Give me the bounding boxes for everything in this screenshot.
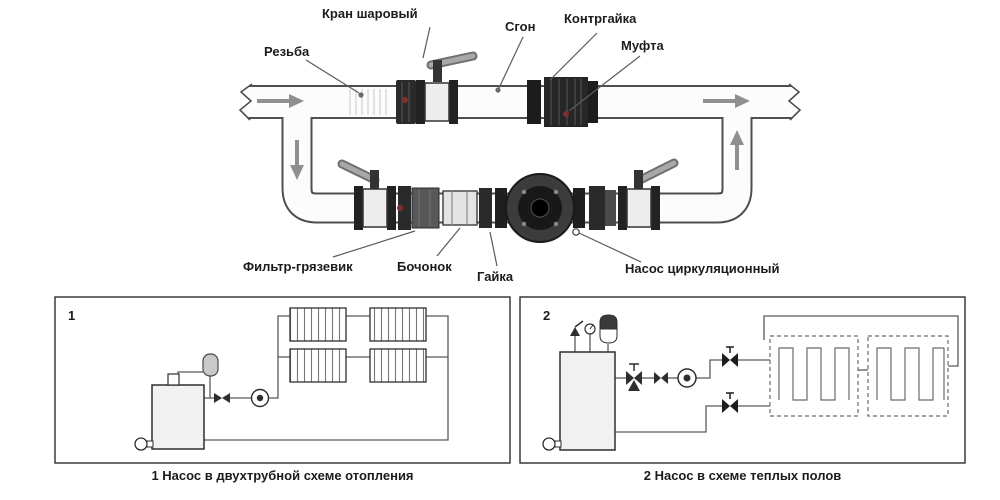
- label-union: Сгон: [505, 19, 536, 34]
- leader-dots: [358, 87, 580, 236]
- leader-coupling: [568, 55, 641, 112]
- ball-valve-top: [416, 51, 478, 124]
- label-nut: Гайка: [477, 269, 514, 284]
- barrel-nipple: [442, 190, 478, 226]
- red-dot-icon: [402, 97, 408, 103]
- label-coupling: Муфта: [621, 38, 664, 53]
- radiator: [289, 348, 347, 383]
- leader-thread: [305, 59, 360, 94]
- label-ball-valve: Кран шаровый: [322, 6, 418, 21]
- floor-coil: [876, 347, 945, 401]
- leader-locknut: [549, 32, 598, 81]
- red-dot-icon: [563, 111, 569, 117]
- panel-1-caption: 1 Насос в двухтрубной схеме отопления: [151, 468, 414, 483]
- pipe-break-right: [787, 83, 812, 121]
- circulation-pump: [495, 173, 585, 243]
- leader-barrel: [436, 227, 461, 257]
- panel-1-border: [54, 296, 511, 464]
- pipe-break-left: [226, 83, 253, 121]
- floor-loop-zone: [769, 335, 859, 417]
- label-barrel: Бочонок: [397, 259, 452, 274]
- label-locknut: Контргайка: [564, 11, 637, 26]
- return-valve-icon: [722, 399, 730, 413]
- leader-pump: [578, 232, 642, 263]
- expansion-tank-2: [599, 314, 618, 330]
- ball-valve-bypass-right: [618, 158, 679, 230]
- leader-filter: [332, 230, 416, 258]
- label-thread: Резьба: [264, 44, 310, 59]
- three-way-valve-icon: [626, 371, 634, 385]
- dot-pump: [572, 228, 580, 236]
- radiator: [289, 307, 347, 342]
- locknut-fitting: [527, 80, 541, 124]
- boiler-1: [151, 384, 205, 450]
- red-dot-icon: [397, 205, 403, 211]
- panel-2-drawing: [519, 296, 966, 464]
- filter-strainer: [397, 186, 440, 230]
- boiler-1-chimney: [167, 373, 180, 386]
- panel-1-number: 1: [68, 308, 76, 323]
- boiler-2: [559, 351, 616, 451]
- panel-2-number: 2: [543, 308, 551, 323]
- floor-coil: [778, 347, 850, 401]
- leader-lines: [305, 26, 642, 267]
- leader-nut: [489, 231, 498, 267]
- flow-arrows: [257, 94, 750, 180]
- burner-2-icon: [542, 437, 556, 451]
- leader-union: [498, 36, 524, 89]
- ball-valve-bypass-left: [337, 159, 396, 230]
- valve-bowtie-icon: [214, 393, 222, 403]
- label-filter: Фильтр-грязевик: [243, 259, 353, 274]
- radiator: [369, 307, 427, 342]
- union-after-pump: [589, 186, 616, 230]
- floor-loop-zone: [867, 335, 949, 417]
- leader-ball-valve: [422, 26, 431, 59]
- radiator: [369, 348, 427, 383]
- burner-1-icon: [134, 437, 148, 451]
- check-valve-icon: [654, 372, 661, 384]
- safety-valve-icon: [570, 327, 580, 336]
- dot-thread: [358, 92, 364, 98]
- label-pump: Насос циркуляционный: [625, 261, 780, 276]
- expansion-tank-1: [202, 353, 219, 377]
- union-nut: [479, 188, 492, 228]
- panel-2-pipes: [574, 315, 959, 433]
- locknut-coupling-group: [527, 77, 598, 127]
- dot-union: [495, 87, 501, 93]
- panel-2-caption: 2 Насос в схеме теплых полов: [643, 468, 842, 483]
- supply-valve-icon: [722, 353, 730, 367]
- fitting-before-valve: [396, 80, 416, 124]
- panel-1-pipes: [177, 315, 449, 441]
- panel-1-drawing: [54, 296, 511, 464]
